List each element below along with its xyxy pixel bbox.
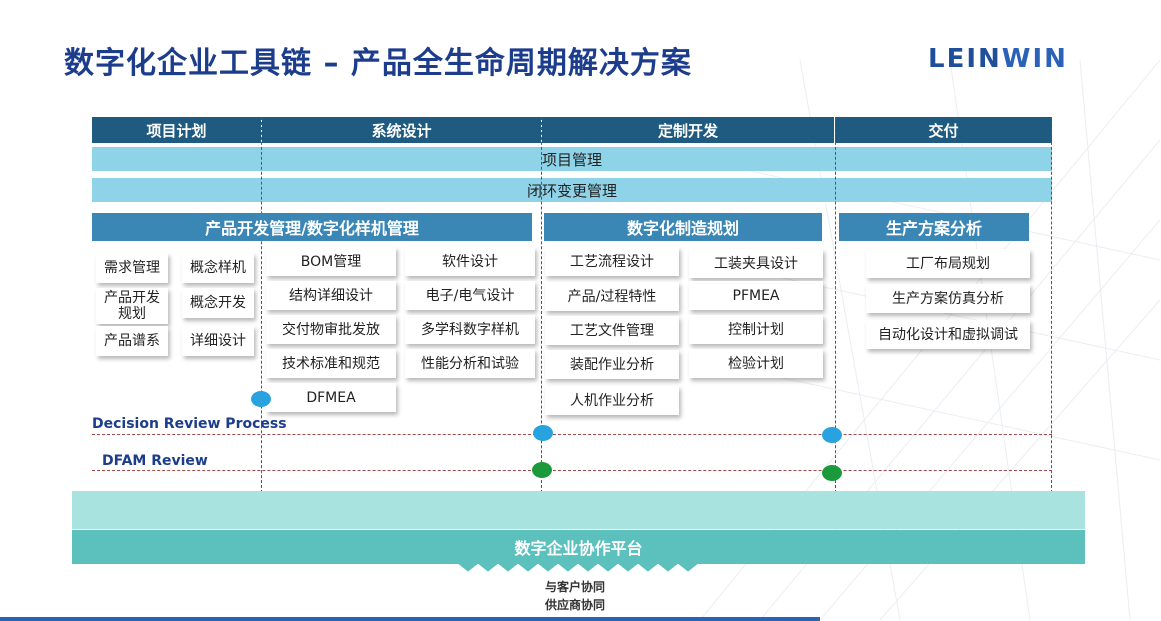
dfam-review-line — [92, 470, 1052, 471]
item-structural-design: 结构详细设计 — [266, 281, 396, 310]
item-factory-layout: 工厂布局规划 — [866, 249, 1030, 278]
item-product-family: 产品谱系 — [96, 326, 168, 356]
item-process-docs: 工艺文件管理 — [545, 316, 679, 345]
separator-line — [541, 117, 542, 493]
supplier-collab-label: 供应商协同 — [544, 598, 605, 612]
logo-text-lein: LEIN — [928, 44, 1002, 74]
item-digital-mockup: 多学科数字样机 — [405, 315, 535, 344]
platform-bar: 数字企业协作平台 — [72, 530, 1085, 564]
section-production-analysis: 生产方案分析 — [839, 213, 1029, 241]
logo-text-win: WIN — [1001, 44, 1068, 74]
item-control-plan: 控制计划 — [689, 315, 823, 344]
dfam-milestone-dot — [822, 465, 842, 481]
item-requirements-mgmt: 需求管理 — [96, 253, 168, 283]
decision-milestone-dot — [251, 391, 271, 407]
band-project-management: 项目管理 — [92, 147, 1052, 171]
platform-zigzag-edge — [458, 563, 698, 572]
separator-line — [835, 117, 836, 493]
item-performance-analysis: 性能分析和试验 — [405, 349, 535, 378]
decision-review-line — [92, 434, 1052, 435]
section-mfg-planning: 数字化制造规划 — [544, 213, 822, 241]
section-product-dev: 产品开发管理/数字化样机管理 — [92, 213, 532, 241]
item-inspection-plan: 检验计划 — [689, 349, 823, 378]
item-software-design: 软件设计 — [405, 247, 535, 276]
item-bom-mgmt: BOM管理 — [266, 247, 396, 276]
item-concept-prototype: 概念样机 — [182, 253, 254, 283]
item-pfmea: PFMEA — [689, 281, 823, 310]
item-dfmea: DFMEA — [266, 383, 396, 412]
page-title: 数字化企业工具链 – 产品全生命周期解决方案 — [64, 46, 692, 81]
phase-project-plan: 项目计划 — [92, 117, 261, 143]
phase-custom-dev: 定制开发 — [542, 117, 834, 143]
item-production-simulation: 生产方案仿真分析 — [866, 284, 1030, 313]
customer-collab-label: 与客户协同 — [544, 580, 605, 594]
item-detail-design: 详细设计 — [182, 326, 254, 356]
item-deliverable-approval: 交付物审批发放 — [266, 315, 396, 344]
item-assembly-analysis: 装配作业分析 — [545, 350, 679, 379]
separator-line — [261, 117, 262, 493]
decision-review-label: Decision Review Process — [92, 416, 287, 432]
band-change-management: 闭环变更管理 — [92, 178, 1052, 202]
item-automation-commissioning: 自动化设计和虚拟调试 — [866, 320, 1030, 349]
decision-milestone-dot — [533, 425, 553, 441]
phase-system-design: 系统设计 — [262, 117, 541, 143]
item-ergonomics-analysis: 人机作业分析 — [545, 386, 679, 415]
dfam-review-label: DFAM Review — [102, 453, 208, 469]
footer-accent-bar — [0, 617, 820, 621]
item-concept-dev: 概念开发 — [182, 288, 254, 318]
decision-milestone-dot — [822, 427, 842, 443]
item-electrical-design: 电子/电气设计 — [405, 281, 535, 310]
item-product-process-char: 产品/过程特性 — [545, 282, 679, 311]
item-product-dev-plan: 产品开发规划 — [96, 288, 168, 324]
item-process-flow-design: 工艺流程设计 — [545, 247, 679, 276]
separator-line — [1051, 117, 1052, 493]
company-logo: LEINWIN — [928, 44, 1068, 74]
item-fixture-design: 工装夹具设计 — [689, 249, 823, 278]
phase-delivery: 交付 — [835, 117, 1052, 143]
dfam-milestone-dot — [532, 462, 552, 478]
item-tech-standards: 技术标准和规范 — [266, 349, 396, 378]
platform-top-surface — [72, 491, 1085, 529]
